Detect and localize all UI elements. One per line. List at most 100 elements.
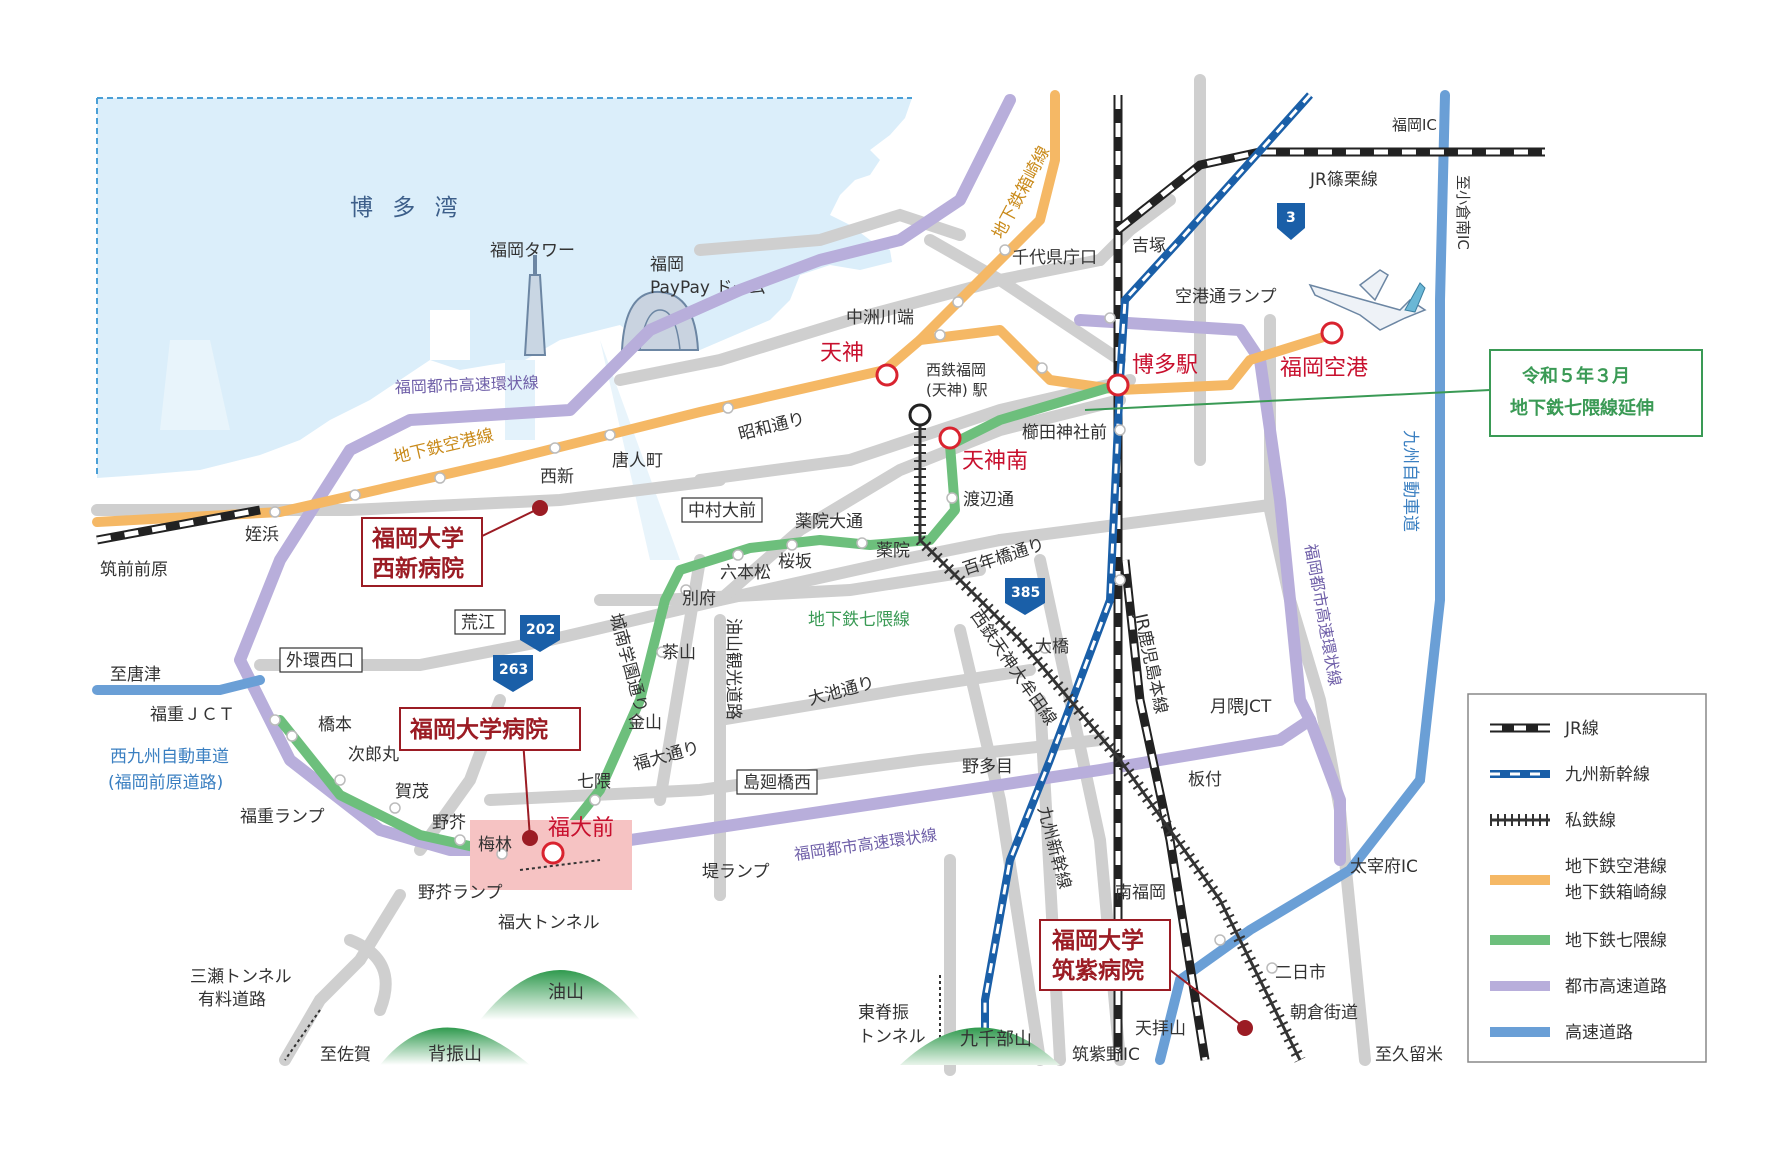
label-minami-fukuoka: 南福岡 [1115, 883, 1166, 903]
label-gaikan-nishiguchi: 外環西口 [286, 651, 354, 671]
label-higashi-sefuri-1: 東脊振 [858, 1003, 909, 1023]
hospital-box-nishijin[interactable]: 福岡大学 西新病院 [361, 517, 483, 587]
major-stations [541, 321, 1344, 865]
label-fukudaimae: 福大前 [548, 816, 614, 841]
label-tojinmachi: 唐人町 [612, 450, 663, 471]
label-meinohama: 姪浜 [245, 525, 279, 545]
svg-text:福岡大学: 福岡大学 [371, 525, 464, 552]
airport-line [92, 90, 1335, 527]
label-to-karatsu: 至唐津 [110, 664, 161, 685]
label-ropponmatsu: 六本松 [720, 563, 771, 583]
label-to-saga: 至佐賀 [320, 1045, 371, 1065]
label-nonakame: 野多目 [962, 757, 1013, 777]
svg-text:地下鉄七隈線延伸: 地下鉄七隈線延伸 [1510, 397, 1654, 419]
legend-private: 私鉄線 [1565, 811, 1616, 831]
mountain-kusenbuyama: 九千部山 [960, 1029, 1032, 1050]
label-tenjin-minami: 天神南 [962, 449, 1028, 474]
label-chikuzen-maebaru: 筑前前原 [100, 560, 168, 580]
label-kamo: 賀茂 [395, 782, 429, 802]
urban-expressway [234, 94, 1346, 866]
label-fukushige-jct: 福重ＪＣＴ [150, 705, 235, 725]
label-ohashi: 大橋 [1035, 637, 1069, 657]
hospital-box-main[interactable]: 福岡大学病院 [399, 707, 581, 751]
label-mitose-1: 三瀬トンネル [190, 967, 292, 987]
label-umebayashi: 梅林 [478, 835, 512, 855]
label-higashi-sefuri-2: トンネル [858, 1027, 926, 1047]
label-noke-ramp: 野芥ランプ [418, 883, 503, 903]
label-fukudai-tunnel: 福大トンネル [498, 913, 600, 933]
label-mitose-2: 有料道路 [198, 990, 266, 1010]
label-yoshizuka: 吉塚 [1132, 236, 1166, 256]
label-jr-sasaguri: JR篠栗線 [1309, 170, 1378, 190]
label-nanakuma-line: 地下鉄七隈線 [808, 610, 910, 630]
boxed-labels: 中村大前 荒江 外環西口 島廻橋西 [279, 497, 818, 795]
mitose-tunnel [284, 1009, 321, 1061]
label-nishitetsu-1: 西鉄福岡 [926, 361, 986, 379]
label-noke: 野芥 [432, 813, 466, 833]
label-kuko-ramp: 空港通ランプ [1175, 287, 1277, 307]
station-nishitetsu-fukuoka[interactable] [908, 403, 932, 427]
label-sakurazaka: 桜坂 [778, 552, 812, 572]
label-jonan: 城南学園通り [605, 611, 651, 715]
label-tsutsumi-ramp: 堤ランプ [702, 862, 770, 882]
label-fukuoka-ic: 福岡IC [1392, 116, 1437, 134]
label-nishijin: 西新 [540, 467, 574, 487]
shinkansen-line [981, 92, 1313, 1060]
label-arae: 荒江 [461, 613, 495, 633]
label-nishitetsu-2: (天神) 駅 [926, 381, 987, 399]
label-hashimoto: 橋本 [318, 715, 352, 735]
label-tenpaizan: 天拝山 [1135, 1019, 1186, 1039]
hospital-box-chikushi[interactable]: 福岡大学 筑紫病院 [1039, 919, 1171, 991]
label-to-kokura: 至小倉南IC [1454, 175, 1472, 250]
legend-jr: JR線 [1564, 719, 1599, 739]
label-shimamehashi-nishi: 島廻橋西 [743, 773, 811, 793]
route-shield-263: 263 [493, 655, 533, 692]
label-fukushige-ramp: 福重ランプ [240, 807, 325, 827]
station-tenjin-minami[interactable] [938, 426, 962, 450]
svg-text:3: 3 [1286, 210, 1296, 226]
legend-shinkansen: 九州新幹線 [1565, 764, 1650, 785]
label-futsukaichi: 二日市 [1275, 963, 1326, 983]
label-tsukikuma-jct: 月隈JCT [1210, 697, 1272, 717]
nanakuma-extension-callout: 令和５年３月 地下鉄七隈線延伸 [1084, 349, 1703, 437]
svg-text:令和５年３月: 令和５年３月 [1521, 365, 1630, 387]
route-shield-202: 202 [520, 615, 560, 652]
station-tenjin[interactable] [875, 363, 899, 387]
route-shield-385: 385 [1005, 578, 1045, 615]
label-fukuoka-airport: 福岡空港 [1280, 356, 1368, 381]
svg-text:筑紫病院: 筑紫病院 [1052, 957, 1144, 984]
svg-text:385: 385 [1011, 585, 1040, 601]
label-hakata: 博多駅 [1132, 353, 1198, 378]
nishitetsu-line [914, 420, 1306, 1063]
fukuoka-tower [523, 255, 547, 356]
label-nishi-kyushu-1: 西九州自動車道 [110, 747, 229, 767]
station-labels: 中洲川端 千代県庁口 吉塚 西鉄福岡 (天神) 駅 櫛田神社前 渡辺通 薬院 薬… [100, 236, 1326, 1039]
label-watanabe: 渡辺通 [963, 490, 1014, 510]
station-dots [269, 244, 1278, 974]
svg-text:福岡大学病院: 福岡大学病院 [409, 716, 548, 743]
label-yakuin-odori: 薬院大通 [795, 512, 863, 532]
label-kyushu-expwy: 九州自動車道 [1400, 430, 1420, 532]
svg-text:263: 263 [499, 662, 528, 678]
route-shield-3: 3 [1277, 203, 1305, 240]
airplane-icon [1308, 269, 1427, 331]
label-nanakuma: 七隈 [577, 772, 611, 792]
station-fukuoka-airport[interactable] [1320, 321, 1344, 345]
label-beppu: 別府 [682, 589, 716, 609]
legend-hakozaki: 地下鉄箱崎線 [1565, 883, 1667, 903]
label-nakasu-kawabata: 中洲川端 [846, 308, 914, 328]
mountain-sefurisan: 背振山 [428, 1044, 482, 1065]
station-hakata[interactable] [1106, 373, 1130, 397]
label-toshi-kosoku-south: 福岡都市高速環状線 [793, 825, 938, 864]
fukuoka-tower-label: 福岡タワー [490, 241, 575, 261]
dome-label-1: 福岡 [650, 255, 684, 275]
label-showa: 昭和通り [736, 409, 807, 445]
legend-nanakuma: 地下鉄七隈線 [1565, 931, 1667, 951]
label-jirojmaru: 次郎丸 [348, 745, 399, 765]
station-fukudaimae[interactable] [541, 841, 565, 865]
label-chayama: 茶山 [662, 643, 696, 663]
label-asakura-kaido: 朝倉街道 [1290, 1003, 1358, 1023]
hospital-leader-lines [477, 507, 1246, 1029]
label-itazuke: 板付 [1188, 770, 1222, 790]
